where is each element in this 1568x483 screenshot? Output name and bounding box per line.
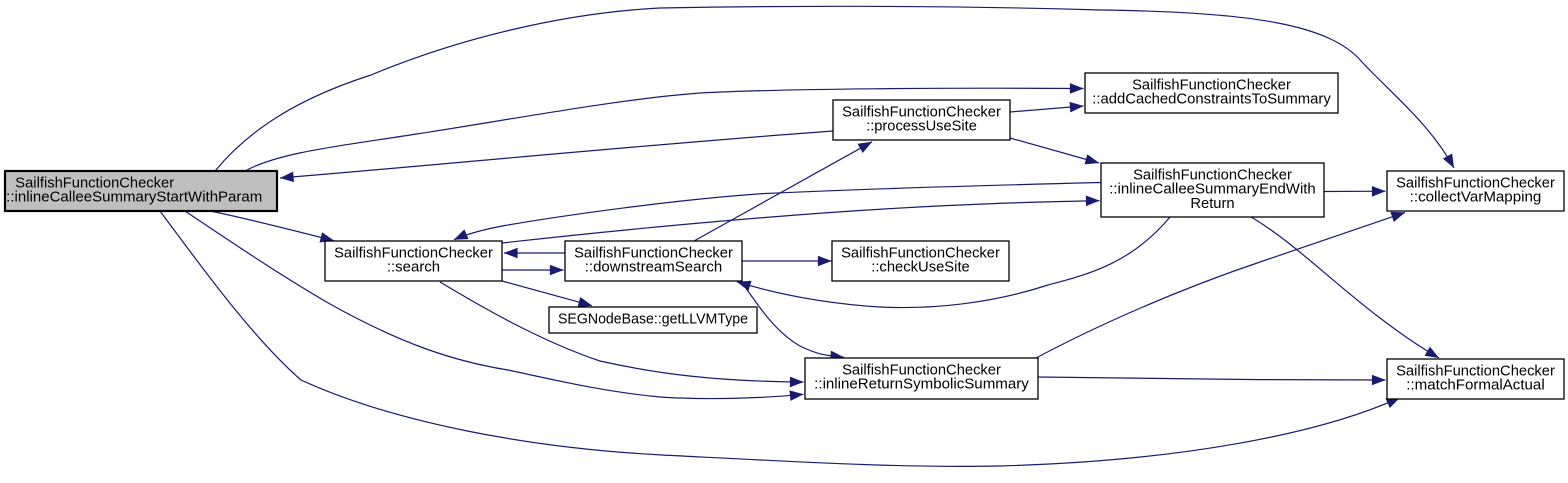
svg-text:SEGNodeBase::getLLVMType: SEGNodeBase::getLLVMType: [558, 311, 748, 327]
svg-text:SailfishFunctionChecker: SailfishFunctionChecker: [1132, 77, 1291, 93]
svg-text:SailfishFunctionChecker: SailfishFunctionChecker: [842, 104, 1001, 120]
svg-text:SailfishFunctionChecker: SailfishFunctionChecker: [1396, 363, 1555, 379]
svg-text:::search: ::search: [387, 260, 440, 276]
svg-text:::inlineCalleeSummaryStartWith: ::inlineCalleeSummaryStartWithParam: [6, 190, 262, 206]
svg-text:::collectVarMapping: ::collectVarMapping: [1410, 190, 1542, 206]
svg-text:Return: Return: [1190, 196, 1234, 212]
svg-text:::downstreamSearch: ::downstreamSearch: [585, 260, 723, 276]
svg-text:::inlineReturnSymbolicSummary: ::inlineReturnSymbolicSummary: [814, 377, 1029, 393]
svg-text:SailfishFunctionChecker: SailfishFunctionChecker: [334, 245, 493, 261]
svg-text:::matchFormalActual: ::matchFormalActual: [1406, 378, 1544, 394]
svg-text:::processUseSite: ::processUseSite: [866, 119, 977, 135]
svg-text:SailfishFunctionChecker: SailfishFunctionChecker: [842, 362, 1001, 378]
svg-text:SailfishFunctionChecker: SailfishFunctionChecker: [574, 245, 733, 261]
svg-text:SailfishFunctionChecker: SailfishFunctionChecker: [1396, 175, 1555, 191]
svg-text:SailfishFunctionChecker: SailfishFunctionChecker: [15, 175, 174, 191]
svg-text:::addCachedConstraintsToSummar: ::addCachedConstraintsToSummary: [1092, 92, 1331, 108]
svg-text:SailfishFunctionChecker: SailfishFunctionChecker: [841, 245, 1000, 261]
svg-text:::checkUseSite: ::checkUseSite: [871, 260, 970, 276]
svg-text:::inlineCalleeSummaryEndWith: ::inlineCalleeSummaryEndWith: [1109, 182, 1316, 198]
svg-text:SailfishFunctionChecker: SailfishFunctionChecker: [1133, 167, 1292, 183]
